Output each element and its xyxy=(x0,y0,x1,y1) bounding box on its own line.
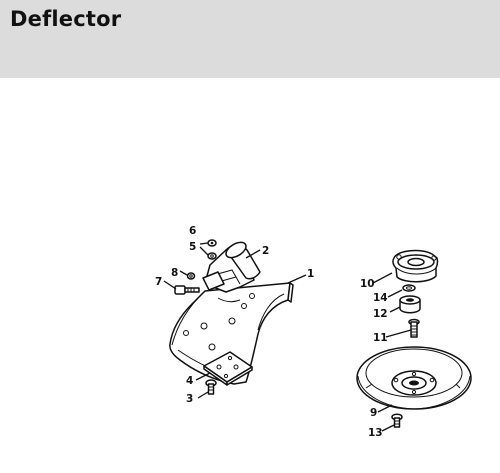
callout-8: 8 xyxy=(171,267,178,279)
bushing xyxy=(399,295,421,314)
hub-flange xyxy=(392,249,439,283)
page-title: Deflector xyxy=(10,7,122,31)
callout-12: 12 xyxy=(373,308,388,320)
header-bar: Deflector xyxy=(0,0,500,78)
hex-nut xyxy=(207,239,217,247)
callout-7: 7 xyxy=(155,276,162,288)
cutting-disc-assembly xyxy=(356,249,472,432)
callout-14: 14 xyxy=(373,292,388,304)
callout-10: 10 xyxy=(360,278,375,290)
callout-4: 4 xyxy=(186,375,193,387)
disc-screw xyxy=(391,413,403,428)
mounting-plate xyxy=(203,351,253,386)
deflector-assembly xyxy=(163,239,307,399)
callout-3: 3 xyxy=(186,393,193,405)
callout-13: 13 xyxy=(368,427,383,439)
screw-long xyxy=(174,285,200,295)
callout-11: 11 xyxy=(373,332,388,344)
washer-small xyxy=(186,272,196,280)
callout-6: 6 xyxy=(189,225,196,237)
thin-washer xyxy=(402,284,416,292)
washer xyxy=(207,252,217,260)
callout-5: 5 xyxy=(189,241,196,253)
callout-2: 2 xyxy=(262,245,269,257)
bolt xyxy=(408,318,420,338)
deflector-bracket xyxy=(202,241,261,293)
callout-9: 9 xyxy=(370,407,377,419)
screw-short xyxy=(205,379,217,395)
cutting-disc xyxy=(356,346,472,410)
callout-1: 1 xyxy=(307,268,314,280)
